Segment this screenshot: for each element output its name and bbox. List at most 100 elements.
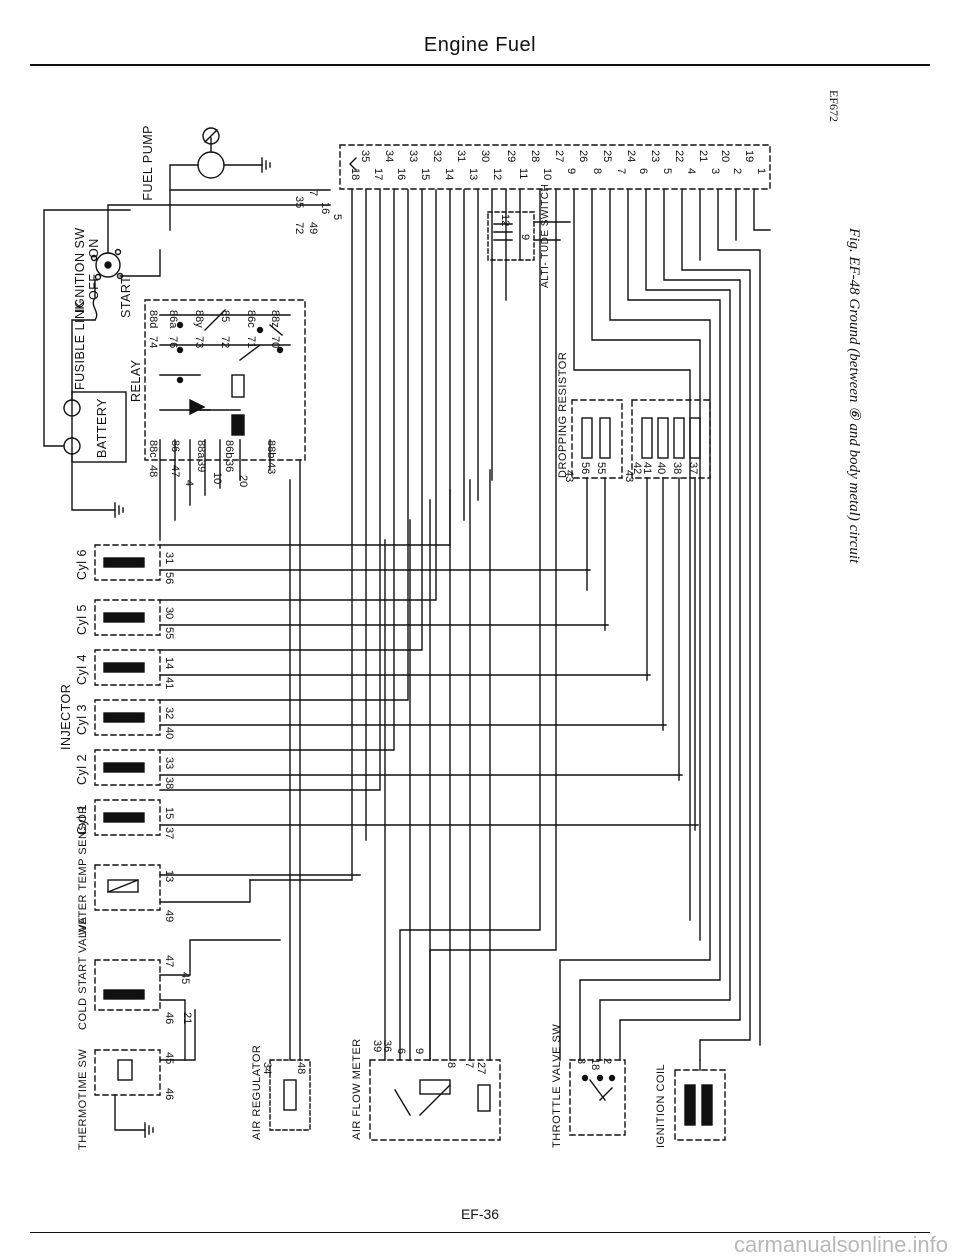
altitude-terminal-labels: 12 9 (499, 214, 531, 240)
switch-off-label: OFF (87, 274, 101, 301)
terminal-label: 41 (163, 677, 175, 689)
terminal-label: 33 (163, 757, 175, 769)
terminal-label: 39 (195, 460, 207, 472)
terminal-label: 32 (163, 707, 175, 719)
pin-label: 2 (731, 168, 743, 174)
dropping-resistor-label: DROPPING RESISTOR (557, 352, 569, 478)
terminal-label: 46 (163, 1088, 175, 1100)
terminal-label: 2 (601, 1058, 613, 1064)
pin-label: 15 (419, 168, 431, 180)
terminal-label: 37 (687, 462, 699, 474)
terminal-label: 18 (589, 1058, 601, 1070)
resistor-terminal-labels: 43 56 55 43 42 41 40 38 37 (563, 462, 699, 482)
terminal-label: 16 (319, 202, 331, 214)
pin-label: 18 (349, 168, 361, 180)
pin-label: 26 (577, 150, 589, 162)
sensor-terminal-labels: 13 49 47 45 46 21 45 46 34 48 (163, 870, 307, 1100)
pin-label: 24 (625, 150, 637, 162)
terminal-label: 43 (265, 462, 277, 474)
pin-label: 7 (615, 168, 627, 174)
pin-label: 8 (591, 168, 603, 174)
pin-label: 29 (505, 150, 517, 162)
ignition-coil (674, 1059, 726, 1141)
pin-label: 19 (743, 150, 755, 162)
injector-group (94, 544, 699, 836)
terminal-label: 7 (463, 1062, 475, 1068)
terminal-label: 49 (163, 910, 175, 922)
terminal-label: 9 (413, 1048, 425, 1054)
terminal-label: 71 (245, 336, 257, 348)
terminal-label: 48 (295, 1062, 307, 1074)
bottom-rule (30, 1232, 930, 1233)
altitude-switch-label: ALTI- TUDE SWITCH (540, 184, 551, 288)
connector-pin-labels: 18 35 17 34 16 33 15 32 14 31 13 30 12 2… (349, 150, 767, 180)
cyl1-label: Cyl 1 (75, 804, 89, 835)
thermotime-sw-label: THERMOTIME SW (77, 1049, 89, 1150)
pin-label: 5 (661, 168, 673, 174)
switch-on-label: ON (87, 238, 101, 258)
cyl2-label: Cyl 2 (75, 754, 89, 785)
pin-label: 3 (709, 168, 721, 174)
terminal-label: 56 (163, 572, 175, 584)
fuel-pump-terminal-labels: 35 72 49 7 16 5 (293, 190, 343, 234)
terminal-label: 48 (147, 465, 159, 477)
pin-label: 34 (383, 150, 395, 162)
air-flow-meter (369, 469, 501, 1141)
injector-cyl4 (94, 649, 161, 686)
terminal-label: 36 (381, 1040, 393, 1052)
terminal-label: 9 (519, 234, 531, 240)
terminal-label: 45 (179, 972, 191, 984)
pin-label: 10 (541, 168, 553, 180)
air-regulator-label: AIR REGULATOR (251, 1045, 263, 1140)
injector-label: INJECTOR (59, 684, 73, 750)
pin-label: 11 (517, 168, 529, 179)
terminal-label: 10 (211, 472, 223, 484)
page-number: EF-36 (460, 1206, 500, 1222)
terminal-label: 7 (307, 190, 319, 196)
terminal-label: 42 (631, 462, 643, 474)
pin-label: 6 (637, 168, 649, 174)
terminal-label: 72 (293, 222, 305, 234)
terminal-label: 45 (163, 1052, 175, 1064)
terminal-label: 38 (671, 462, 683, 474)
injector-cyl6 (94, 544, 161, 581)
terminal-label: 40 (655, 462, 667, 474)
pin-label: 31 (455, 150, 467, 162)
dropping-resistor (571, 399, 711, 831)
thermotime-switch (94, 1009, 196, 1138)
pin-label: 4 (685, 168, 697, 174)
air-regulator (269, 459, 311, 1131)
terminal-label: 36 (223, 460, 235, 472)
pin-label: 21 (697, 150, 709, 162)
injector-terminal-labels: 31 56 30 55 14 41 32 40 33 38 15 37 (163, 552, 175, 839)
terminal-label: 85 (219, 310, 231, 322)
throttle-valve-switch (569, 1059, 626, 1136)
terminal-label: 27 (475, 1062, 487, 1074)
ignition-coil-label: IGNITION COIL (655, 1064, 667, 1148)
terminal-label: 88b (265, 440, 277, 458)
terminal-label: 30 (163, 607, 175, 619)
relay (144, 299, 306, 541)
figure-caption: Fig. EF-48 Ground (between ⑥ and body me… (846, 227, 862, 564)
cyl3-label: Cyl 3 (75, 704, 89, 735)
terminal-label: 4 (183, 480, 195, 486)
terminal-label: 56 (579, 462, 591, 474)
terminal-label: 12 (499, 214, 511, 226)
terminal-label: 88z (269, 310, 281, 328)
terminal-label: 70 (269, 336, 281, 348)
terminal-label: 14 (163, 657, 175, 669)
throttle-valve-sw-label: THROTTLE VALVE SW (551, 1024, 563, 1148)
fusible-link-label: FUSIBLE LINK (73, 300, 87, 390)
pin-label: 1 (755, 168, 767, 174)
terminal-label: 20 (237, 475, 249, 487)
altitude-switch (487, 211, 571, 261)
fuel-pump (169, 127, 331, 231)
pin-label: 35 (359, 150, 371, 162)
pin-label: 23 (649, 150, 661, 162)
pin-label: 16 (395, 168, 407, 180)
switch-start-label: START (119, 276, 133, 318)
terminal-label: 6 (395, 1048, 407, 1054)
pin-label: 14 (443, 168, 455, 180)
cold-start-valve-label: COLD START VALVE (77, 917, 89, 1030)
